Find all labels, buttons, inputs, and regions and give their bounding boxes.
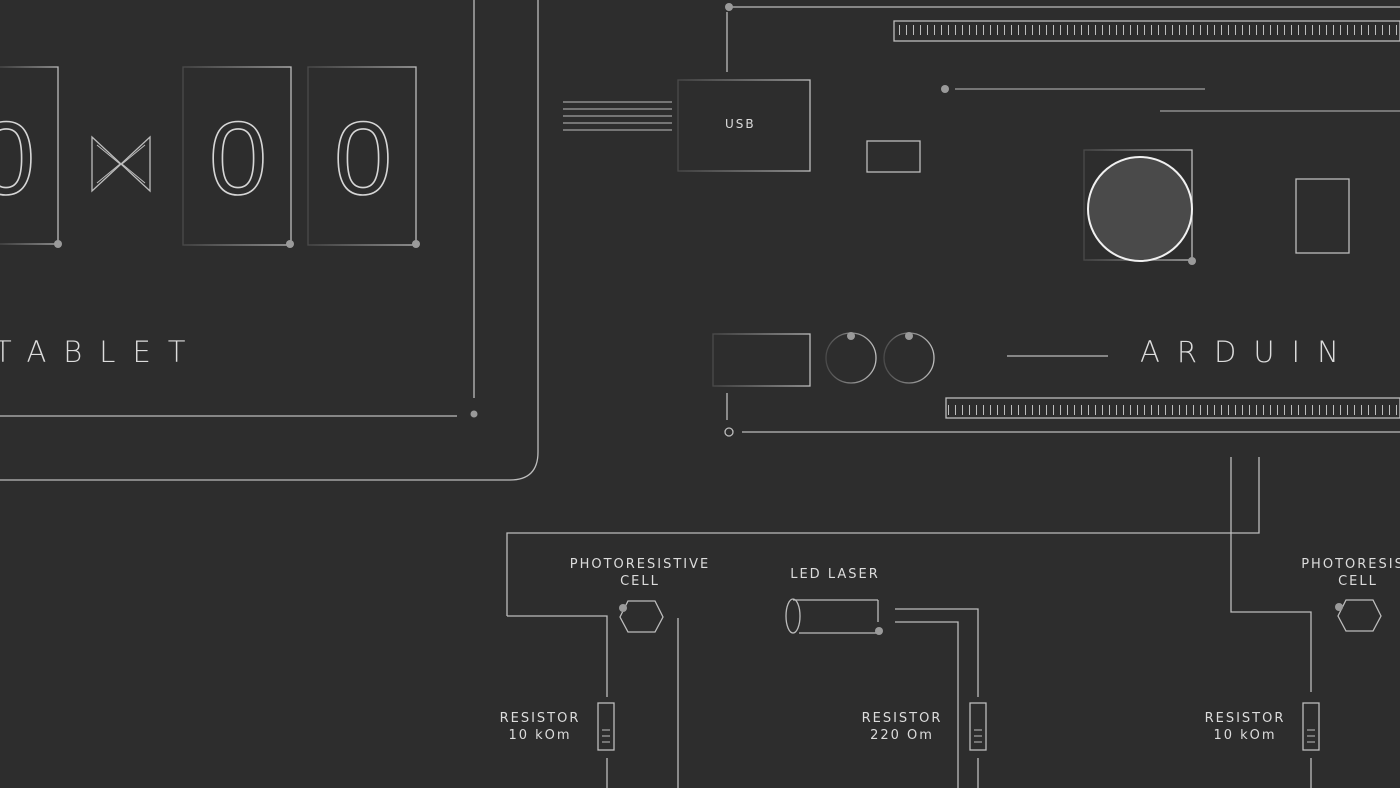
led-laser-label: LED LASER <box>790 567 880 582</box>
wire-laser-right <box>895 608 979 697</box>
tablet-digit-panel-3 <box>307 66 420 248</box>
tablet-frame-dot <box>470 410 478 418</box>
tablet-inner-frame <box>0 0 475 417</box>
resistor-right-label: RESISTOR 10 kOm <box>1204 711 1286 743</box>
power-jack <box>712 333 811 387</box>
wire-left-cell <box>507 615 608 697</box>
tablet-outer-frame <box>0 0 539 481</box>
photoresistive-cell-right-symbol <box>1335 599 1382 632</box>
resistor-left-symbol <box>597 702 615 751</box>
resistor-right-symbol <box>1302 702 1320 751</box>
resistor-left-label: RESISTOR 10 kOm <box>499 711 581 743</box>
tablet-digit-panel-2 <box>182 66 294 248</box>
wiring <box>506 457 1312 788</box>
wire-main-bus <box>506 457 1260 616</box>
capacitor-1 <box>825 332 877 384</box>
arduino-board <box>563 3 1400 437</box>
tablet-digit-panel-1 <box>0 66 62 248</box>
arduino-top-pin-header <box>893 20 1400 42</box>
tablet-device <box>0 0 539 481</box>
photoresistive-cell-left-label: PHOTORESISTIVE CELL <box>569 557 711 589</box>
tablet-label: TABLET <box>0 335 203 369</box>
reset-button <box>1083 149 1196 265</box>
usb-connector <box>563 79 811 172</box>
usb-label: USB <box>725 117 756 131</box>
small-chip <box>866 140 921 173</box>
led-laser-symbol <box>785 598 883 635</box>
resistor-middle-label: RESISTOR 220 Om <box>861 711 943 743</box>
trace-dot <box>941 85 949 93</box>
photoresistive-cell-left-symbol <box>619 600 664 633</box>
photoresistive-cell-right-label: PHOTORESIST CELL <box>1301 557 1400 589</box>
tablet-digit-2: 0 <box>209 101 267 217</box>
tablet-bowtie-icon <box>91 135 151 193</box>
resistor-middle-symbol <box>969 702 987 751</box>
arduino-bottom-dot <box>724 427 734 437</box>
arduino-label: ARDUIN <box>1140 335 1356 369</box>
crystal-chip <box>1295 178 1350 254</box>
wire-right-cell <box>1230 457 1312 692</box>
arduino-bottom-pin-header <box>945 397 1400 419</box>
arduino-top-dot <box>725 3 733 11</box>
capacitor-2 <box>883 332 935 384</box>
tablet-digit-1: 0 <box>0 101 35 217</box>
tablet-digit-3: 0 <box>334 101 392 217</box>
wire-laser-ground <box>895 621 959 788</box>
